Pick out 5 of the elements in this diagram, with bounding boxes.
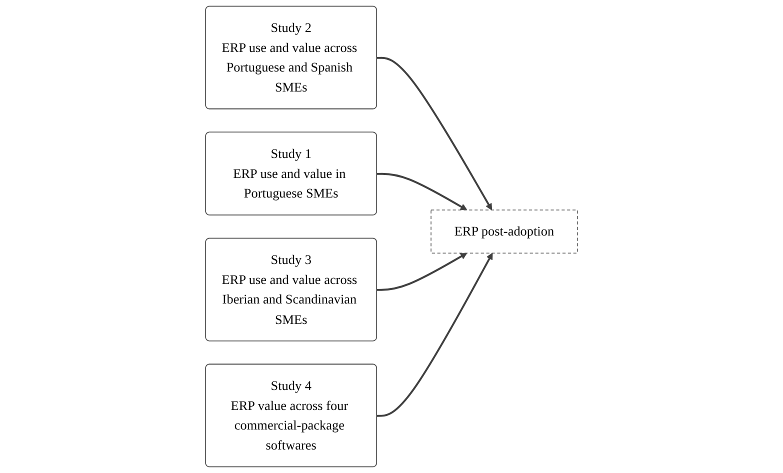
node-box: ERP post-adoption <box>430 210 578 254</box>
arrow <box>377 56 492 210</box>
arrow <box>377 252 493 417</box>
arrow <box>377 172 468 210</box>
arrow <box>377 252 468 291</box>
